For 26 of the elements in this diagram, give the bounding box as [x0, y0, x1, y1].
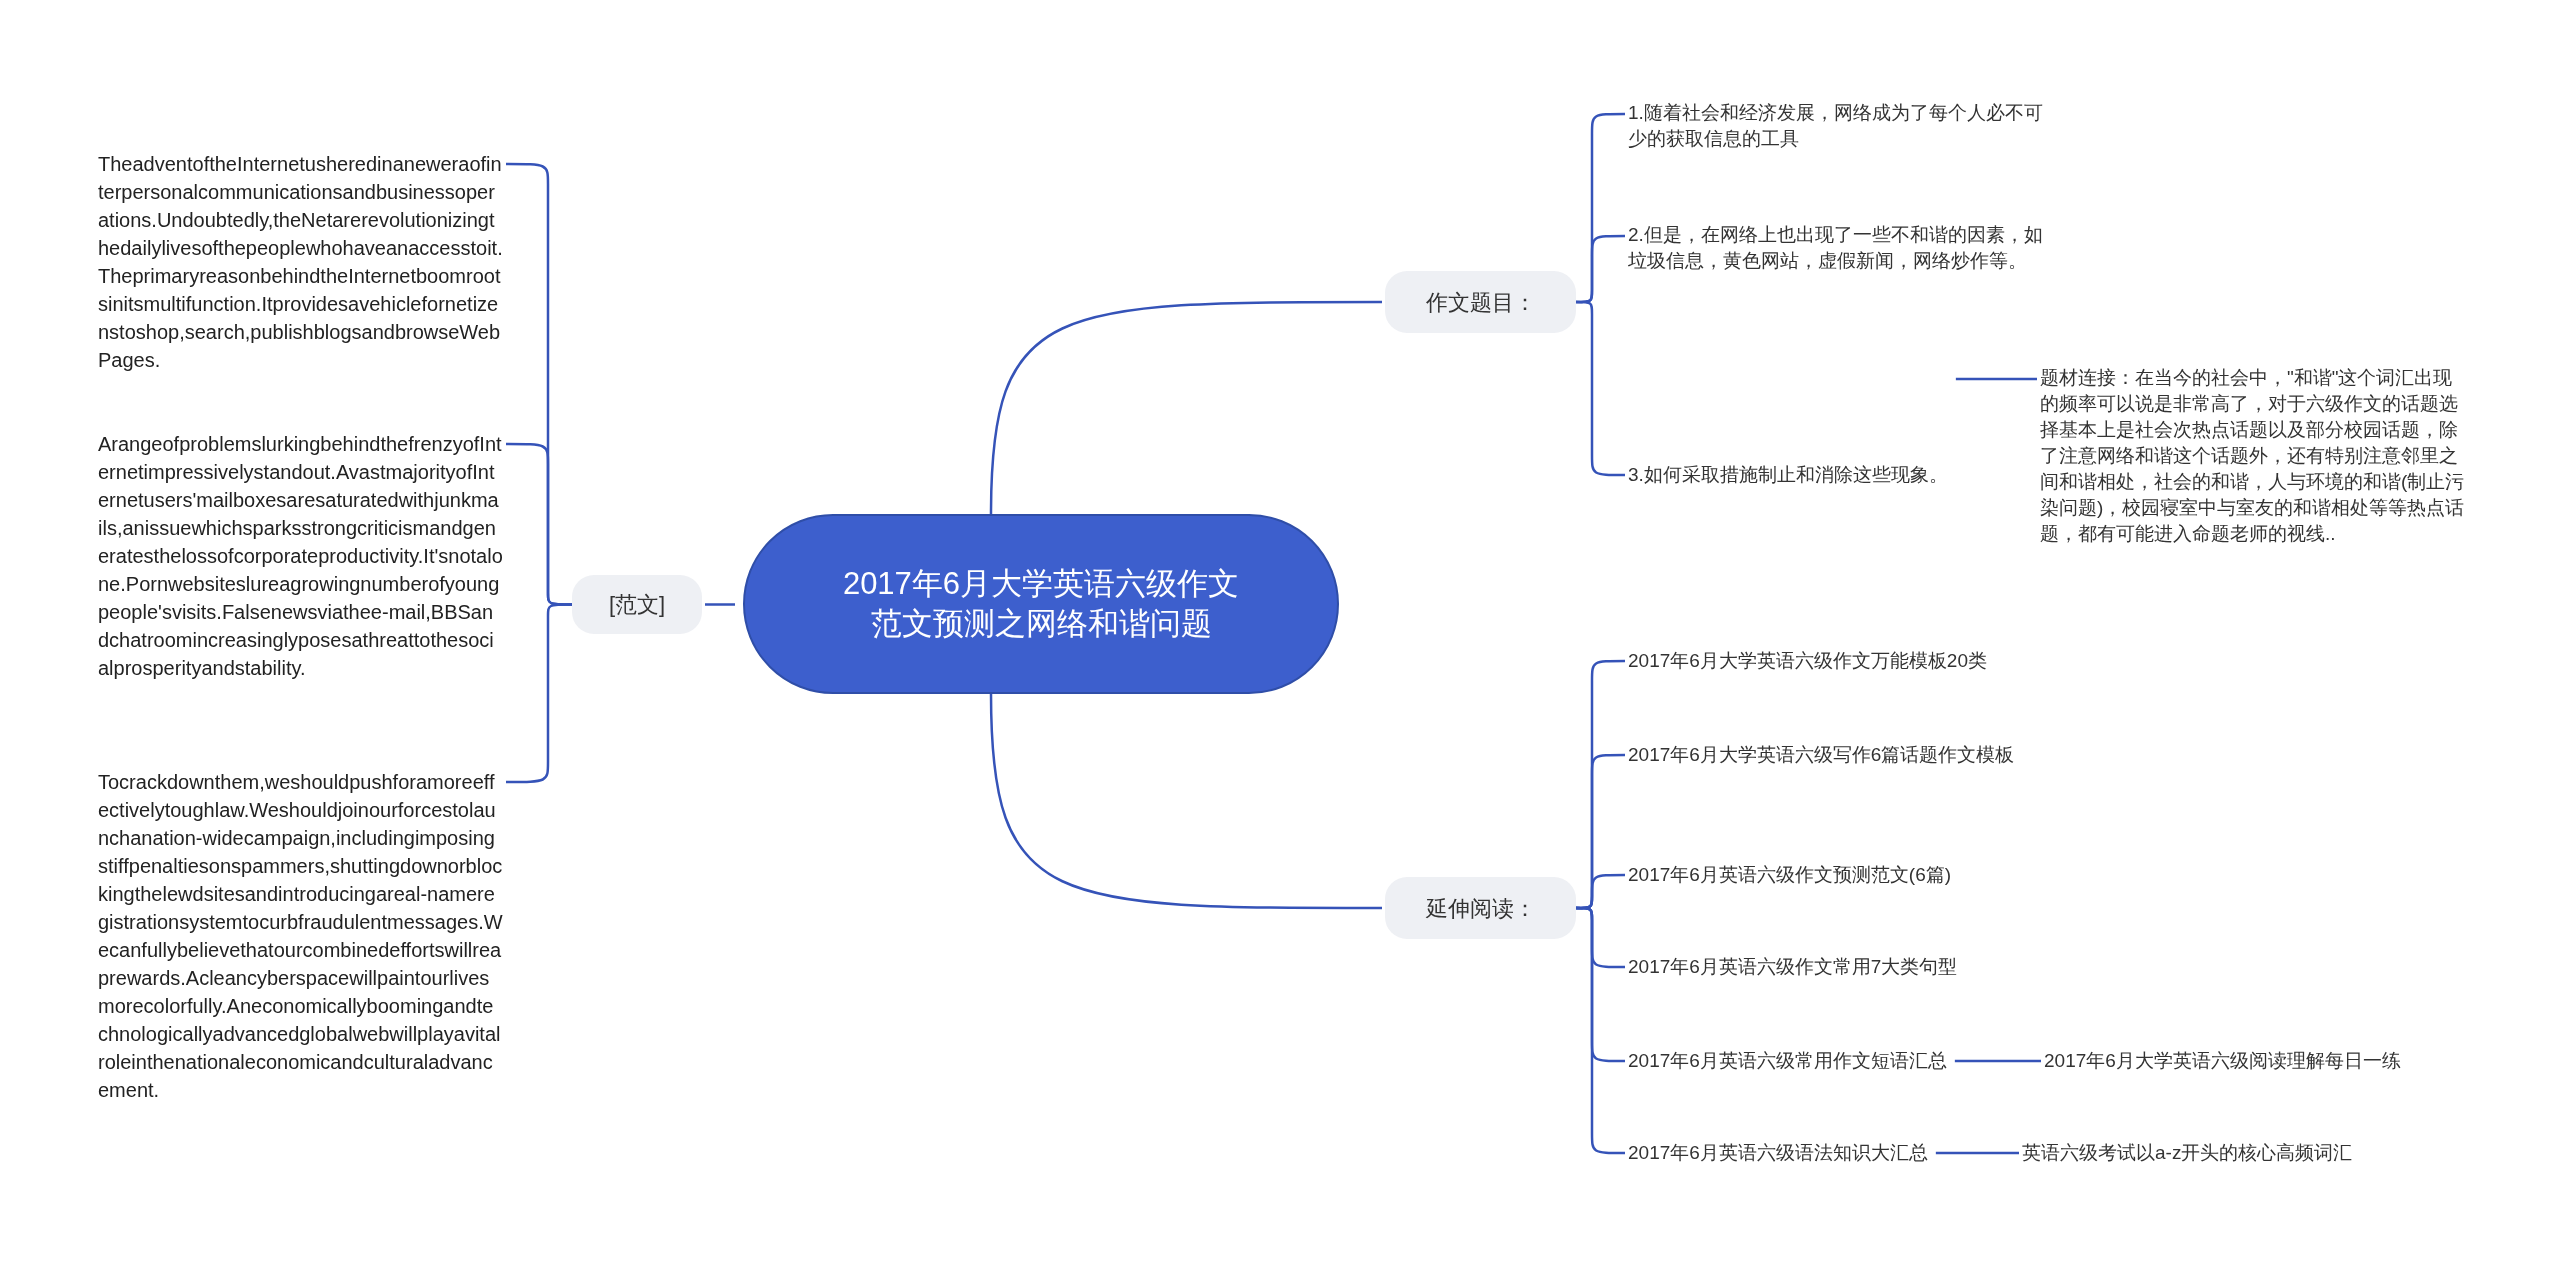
- connector-line: [705, 603, 735, 606]
- essay-paragraph: ArangeofproblemslurkingbehindthefrenzyofInternetimpressivelystandout.AvastmajorityofInternetusers'mailboxesaresaturatedwithjunkmails,anissuewhichsparksstrongcriticismandgeneratesthelossofcorporateproductivity.It'snotalone.Pornwebsiteslureagrowingnumberofyoungpeople'svisits.Falsenewsviathee-mail,BBSandchatroomincreasinglyposesathreattothesocialprosperityandstability.: [98, 430, 503, 682]
- topic-text: 2.但是，在网络上也出现了一些不和谐的因素，如垃圾信息，黄色网站，虚假新闻，网络炒作等。: [1628, 222, 2048, 274]
- topic-text: 2017年6月大学英语六级作文万能模板20类: [1628, 648, 1987, 674]
- connector-line: [1935, 1151, 2019, 1155]
- connector-line: [1955, 377, 2037, 381]
- topic-text: 题材连接：在当今的社会中，"和谐"这个词汇出现的频率可以说是非常高了，对于六级作文的话题选择基本上是社会次热点话题以及部分校园话题，除了注意网络和谐这个话题外，还有特别注意邻里之间和谐相处，社会的和谐，人与环境的和谐(制止污染问题)，校园寝室中与室友的和谐相处等等热点话题，都有可能进入命题老师的视线..: [2040, 365, 2470, 547]
- topic-text: 2017年6月大学英语六级写作6篇话题作文模板: [1628, 742, 2015, 768]
- branch-topic: 延伸阅读：: [1385, 877, 1576, 939]
- connector-line: [506, 603, 572, 784]
- topic-text: 2017年6月英语六级作文预测范文(6篇): [1628, 862, 1952, 888]
- topic-text: 2017年6月英语六级常用作文短语汇总: [1628, 1048, 1947, 1074]
- topic-text: 英语六级考试以a-z开头的核心高频词汇: [2022, 1140, 2353, 1166]
- branch-topic: [范文]: [572, 575, 702, 634]
- topic-text: 3.如何采取措施制止和消除这些现象。: [1628, 462, 1948, 488]
- connector-line: [989, 693, 1382, 910]
- topic-text: 2017年6月大学英语六级阅读理解每日一练: [2044, 1048, 2401, 1074]
- connector-line: [989, 300, 1382, 515]
- essay-paragraph: Tocrackdownthem,weshouldpushforamoreeffectivelytoughlaw.Weshouldjoinourforcestolaunchanation-widecampaign,includingimposingstiffpenaltiesonspammers,shuttingdownorblockingthelewdsitesandintroducingareal-nameregistrationsystemtocurbfraudulentmessages.Wecanfullybelievethatourcombinedeffortswillreaprewards.Acleancyberspacewillpaintourlivesmorecolorfully.Aneconomicallyboomingandtechnologicallyadvancedglobalwebwillplayavitalroleinthenationaleconomicandculturaladvancement.: [98, 768, 503, 1104]
- branch-topic: 作文题目：: [1385, 271, 1576, 333]
- topic-text: 2017年6月英语六级语法知识大汇总: [1628, 1140, 1928, 1166]
- essay-paragraph: TheadventoftheInternetusheredinaneweraofinterpersonalcommunicationsandbusinessoperations.Undoubtedly,theNetarerevolutionizingthedailylivesofthepeoplewhohaveanaccesstoit.TheprimaryreasonbehindtheInternetboomrootsinitsmultifunction.Itprovidesavehiclefornetizenstoshop,search,publishblogsandbrowseWebPages.: [98, 150, 503, 374]
- central-topic: 2017年6月大学英语六级作文范文预测之网络和谐问题: [743, 514, 1339, 694]
- topic-text: 2017年6月英语六级作文常用7大类句型: [1628, 954, 1958, 980]
- topic-text: 1.随着社会和经济发展，网络成为了每个人必不可少的获取信息的工具: [1628, 100, 2048, 152]
- connector-line: [1954, 1059, 2041, 1063]
